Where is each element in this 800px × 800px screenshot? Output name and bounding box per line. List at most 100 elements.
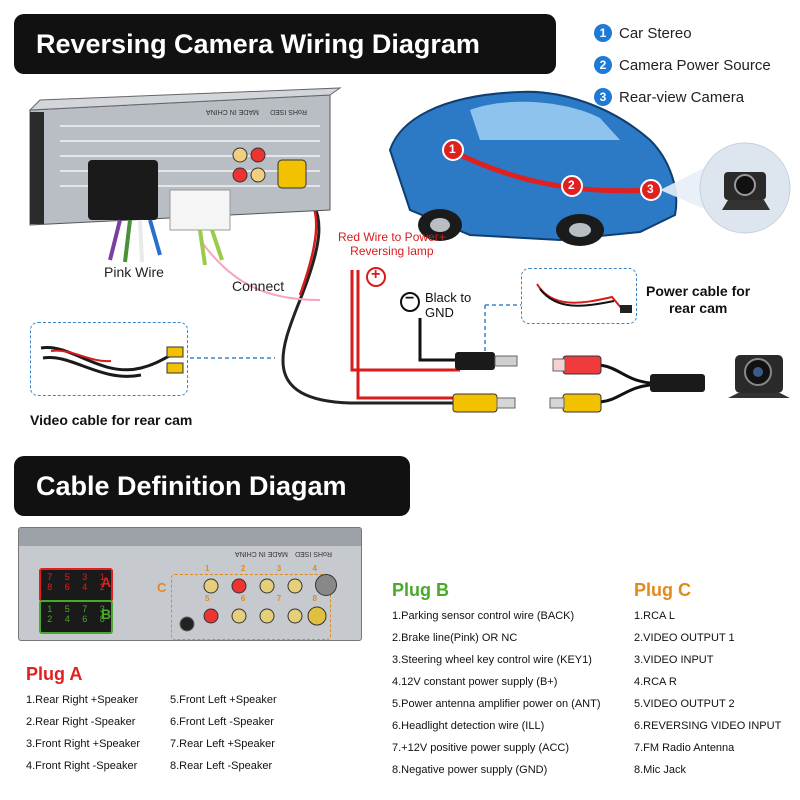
plug-b-item: 6.Headlight detection wire (ILL)	[392, 720, 545, 732]
power-cable-box	[521, 268, 637, 324]
plug-a-item: 3.Front Right +Speaker	[26, 738, 141, 750]
camera-video-socket	[549, 393, 602, 413]
plug-c-jacks	[179, 578, 327, 632]
plug-c-title: Plug C	[634, 580, 691, 600]
plug-c-pin: 3	[276, 564, 282, 573]
plus-sign: +	[371, 266, 381, 283]
legend-number: 3	[594, 88, 612, 106]
car-illustration	[388, 90, 678, 246]
plug-b-letter: B	[101, 606, 112, 622]
black-gnd-line1: Black to	[425, 290, 472, 305]
rear-camera-icon	[728, 355, 790, 398]
red-wire-label: Red Wire to Power+ Reversing lamp	[338, 230, 446, 258]
plug-c-item: 6.REVERSING VIDEO INPUT	[634, 720, 782, 732]
plug-b-pin: 4	[64, 614, 70, 624]
legend: 1 Car Stereo 2 Camera Power Source 3 Rea…	[594, 22, 771, 108]
plug-a-pin: 3	[82, 572, 88, 582]
power-connector	[455, 352, 518, 370]
stereo-marking-rohs: RoHS ISED	[270, 108, 307, 115]
plug-b-list: 1.Parking sensor control wire (BACK) 2.B…	[392, 605, 600, 781]
plug-c-item: 8.Mic Jack	[634, 764, 686, 776]
plug-c-item: 2.VIDEO OUTPUT 1	[634, 632, 735, 644]
stereo-unit	[28, 87, 342, 266]
plug-b-item: 1.Parking sensor control wire (BACK)	[392, 610, 575, 622]
red-power-wire-1	[350, 270, 460, 372]
black-gnd-line2: GND	[425, 305, 454, 320]
plug-c-pin-labels: 1 2 3 4	[205, 564, 317, 573]
plug-a-item: 2.Rear Right -Speaker	[26, 716, 136, 728]
plug-a-pin: 2	[99, 582, 105, 592]
plug-b-item: 5.Power antenna amplifier power on (ANT)	[392, 698, 601, 710]
plug-b-item: 4.12V constant power supply (B+)	[392, 676, 558, 688]
cable-title: Cable Definition Diagam	[36, 470, 347, 501]
plug-c-pin-labels-2: 5 6 7 8	[205, 594, 317, 603]
plug-c-region	[171, 574, 331, 640]
plug-a-item: 7.Rear Left +Speaker	[170, 738, 275, 750]
legend-item-2: 2 Camera Power Source	[594, 54, 771, 76]
plug-b-pin: 8	[99, 614, 105, 624]
wiring-title-bar: Reversing Camera Wiring Diagram	[14, 14, 556, 74]
plug-b-connector: 1 5 7 3 2 4 6 8	[39, 600, 113, 634]
plug-c-item: 7.FM Radio Antenna	[634, 742, 735, 754]
plug-b-pin: 5	[64, 604, 70, 614]
plus-symbol-icon	[366, 267, 386, 287]
plug-a-title: Plug A	[26, 664, 83, 684]
plug-a-item: 4.Front Right -Speaker	[26, 760, 138, 772]
plug-a-list-right: 5.Front Left +Speaker 6.Front Left -Spea…	[170, 689, 277, 777]
power-cable-icon	[536, 283, 632, 313]
video-wire	[281, 188, 455, 405]
plug-a-letter: A	[101, 574, 112, 590]
legend-item-3: 3 Rear-view Camera	[594, 86, 771, 108]
car-marker-3: 3	[647, 182, 654, 196]
video-rca-plug	[452, 393, 516, 413]
plug-a-item: 8.Rear Left -Speaker	[170, 760, 273, 772]
plug-c-pin: 1	[205, 564, 210, 573]
video-cable-icon	[40, 346, 184, 378]
plug-b-pin: 1	[47, 604, 53, 614]
legend-label: Camera Power Source	[619, 56, 771, 74]
connect-label: Connect	[232, 278, 285, 294]
cable-title-bar: Cable Definition Diagam	[14, 456, 410, 516]
plug-c-pin: 5	[205, 594, 210, 603]
power-cable-label: Power cable for rear cam	[646, 283, 750, 317]
panel-marking-rohs: RoHS ISED	[295, 550, 332, 557]
plug-a-item: 1.Rear Right +Speaker	[26, 694, 139, 706]
plug-b-pin: 6	[82, 614, 88, 624]
plug-a-pin: 6	[64, 582, 70, 592]
stereo-marking-made-in: MADE IN CHINA	[206, 108, 259, 115]
minus-symbol-icon	[400, 292, 420, 312]
plug-a-pin: 4	[82, 582, 88, 592]
pink-wire-label: Pink Wire	[104, 264, 164, 280]
power-cable-line1: Power cable for	[646, 283, 751, 299]
plug-c-item: 4.RCA R	[634, 676, 677, 688]
plug-a-item: 6.Front Left -Speaker	[170, 716, 274, 728]
legend-item-1: 1 Car Stereo	[594, 22, 771, 44]
red-wire-label-line2: Reversing lamp	[350, 244, 434, 258]
plug-c-letter: C	[157, 580, 167, 595]
legend-label: Rear-view Camera	[619, 88, 745, 106]
plug-c-pin: 8	[312, 594, 317, 603]
plug-b-pin: 3	[99, 604, 105, 614]
plug-a-item: 5.Front Left +Speaker	[170, 694, 277, 706]
plug-c-pin: 7	[276, 594, 282, 603]
stereo-back-panel: MADE IN CHINA RoHS ISED 7 5 3 1 8 6 4 2 …	[18, 527, 362, 641]
plug-a-pin: 5	[64, 572, 70, 582]
plug-a-pin: 8	[47, 582, 53, 592]
plug-b-item: 7.+12V positive power supply (ACC)	[392, 742, 569, 754]
black-gnd-label: Black to GND	[425, 290, 471, 320]
legend-number: 1	[594, 24, 612, 42]
black-gnd-wire	[418, 318, 460, 362]
plug-c-list: 1.RCA L 2.VIDEO OUTPUT 1 3.VIDEO INPUT 4…	[634, 605, 781, 781]
car-marker-1: 1	[449, 142, 456, 156]
plug-c-pin: 6	[240, 594, 246, 603]
wiring-title: Reversing Camera Wiring Diagram	[36, 28, 480, 59]
plug-a-pin: 7	[47, 572, 53, 582]
pink-wire	[199, 239, 321, 301]
plug-a-list-left: 1.Rear Right +Speaker 2.Rear Right -Spea…	[26, 689, 140, 777]
plug-b-item: 2.Brake line(Pink) OR NC	[392, 632, 518, 644]
red-power-wire-2	[356, 270, 455, 400]
legend-number: 2	[594, 56, 612, 74]
camera-junction	[650, 374, 705, 392]
video-cable-label: Video cable for rear cam	[30, 412, 193, 428]
camera-output-wire-2	[599, 383, 651, 404]
